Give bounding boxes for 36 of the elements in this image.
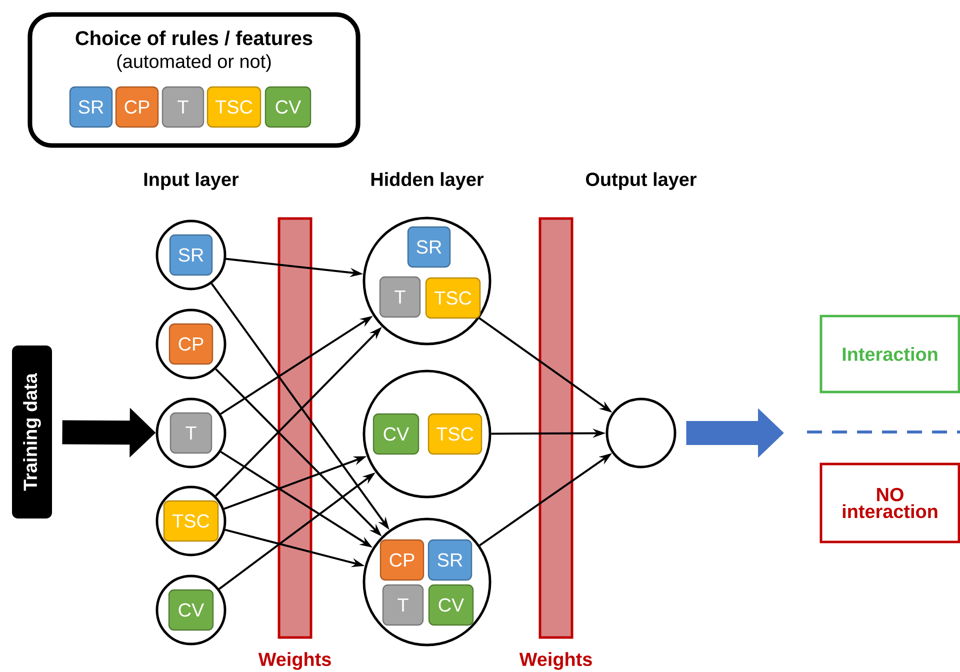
result-box: NO interaction: [820, 462, 960, 544]
rule-tile: TSC: [206, 86, 262, 128]
neuron-circle: [362, 216, 492, 346]
neuron-circle: [156, 574, 226, 646]
rule-tile: TSC: [425, 277, 481, 319]
training-data-box: Training data: [12, 345, 52, 519]
neuron-circle: [156, 486, 226, 556]
weights-label: Weights: [519, 652, 592, 670]
neuron-circle: [606, 398, 676, 468]
rule-tile: T: [379, 276, 421, 318]
rule-tile: CV: [372, 413, 420, 455]
result-box: Interaction: [820, 314, 960, 394]
neuron-circle: [156, 398, 226, 468]
rule-tile: CP: [380, 539, 424, 581]
layer-title: Output layer: [586, 172, 696, 190]
rule-tile: CV: [264, 86, 312, 128]
rule-tile: SR: [428, 539, 472, 581]
neuron-circle: [156, 220, 226, 290]
neuron-circle: [362, 518, 492, 646]
neuron-circle: [362, 370, 492, 498]
rule-tile: CV: [428, 584, 474, 626]
rule-tile: T: [382, 584, 424, 626]
rule-tile: SR: [69, 86, 113, 128]
neuron-circle: [156, 308, 226, 380]
rule-tile: T: [162, 86, 204, 128]
rule-tile: SR: [407, 226, 451, 268]
rule-tile: CV: [168, 589, 214, 631]
layer-title: Input layer: [144, 172, 239, 190]
rule-tile: CP: [115, 86, 159, 128]
weights-label: Weights: [258, 652, 331, 670]
rule-tile: SR: [169, 234, 213, 276]
rule-tile: TSC: [428, 413, 482, 455]
layer-title: Hidden layer: [371, 172, 484, 190]
rule-tile: T: [170, 412, 212, 454]
rule-tile: CP: [168, 323, 214, 365]
rule-tile: TSC: [163, 500, 219, 542]
